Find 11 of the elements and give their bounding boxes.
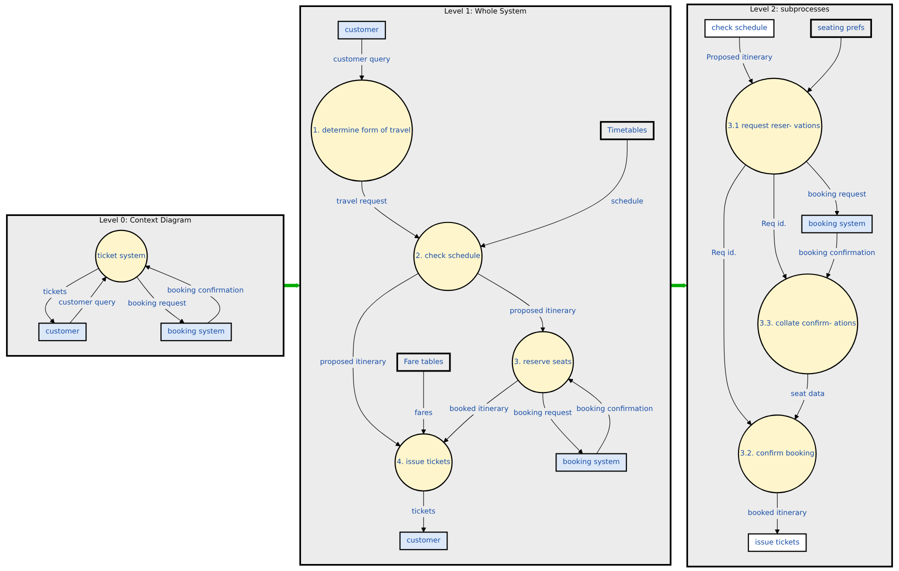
- arrow: [724, 164, 752, 426]
- arrow: [352, 273, 419, 446]
- arrow: [421, 490, 426, 532]
- arrow: [480, 139, 628, 248]
- arrow: [444, 380, 519, 443]
- arrow: [670, 283, 688, 288]
- arrow: [283, 283, 300, 288]
- arrow: [807, 36, 842, 92]
- arrow: [421, 370, 426, 434]
- arrow: [774, 174, 786, 280]
- arrow: [45, 268, 100, 324]
